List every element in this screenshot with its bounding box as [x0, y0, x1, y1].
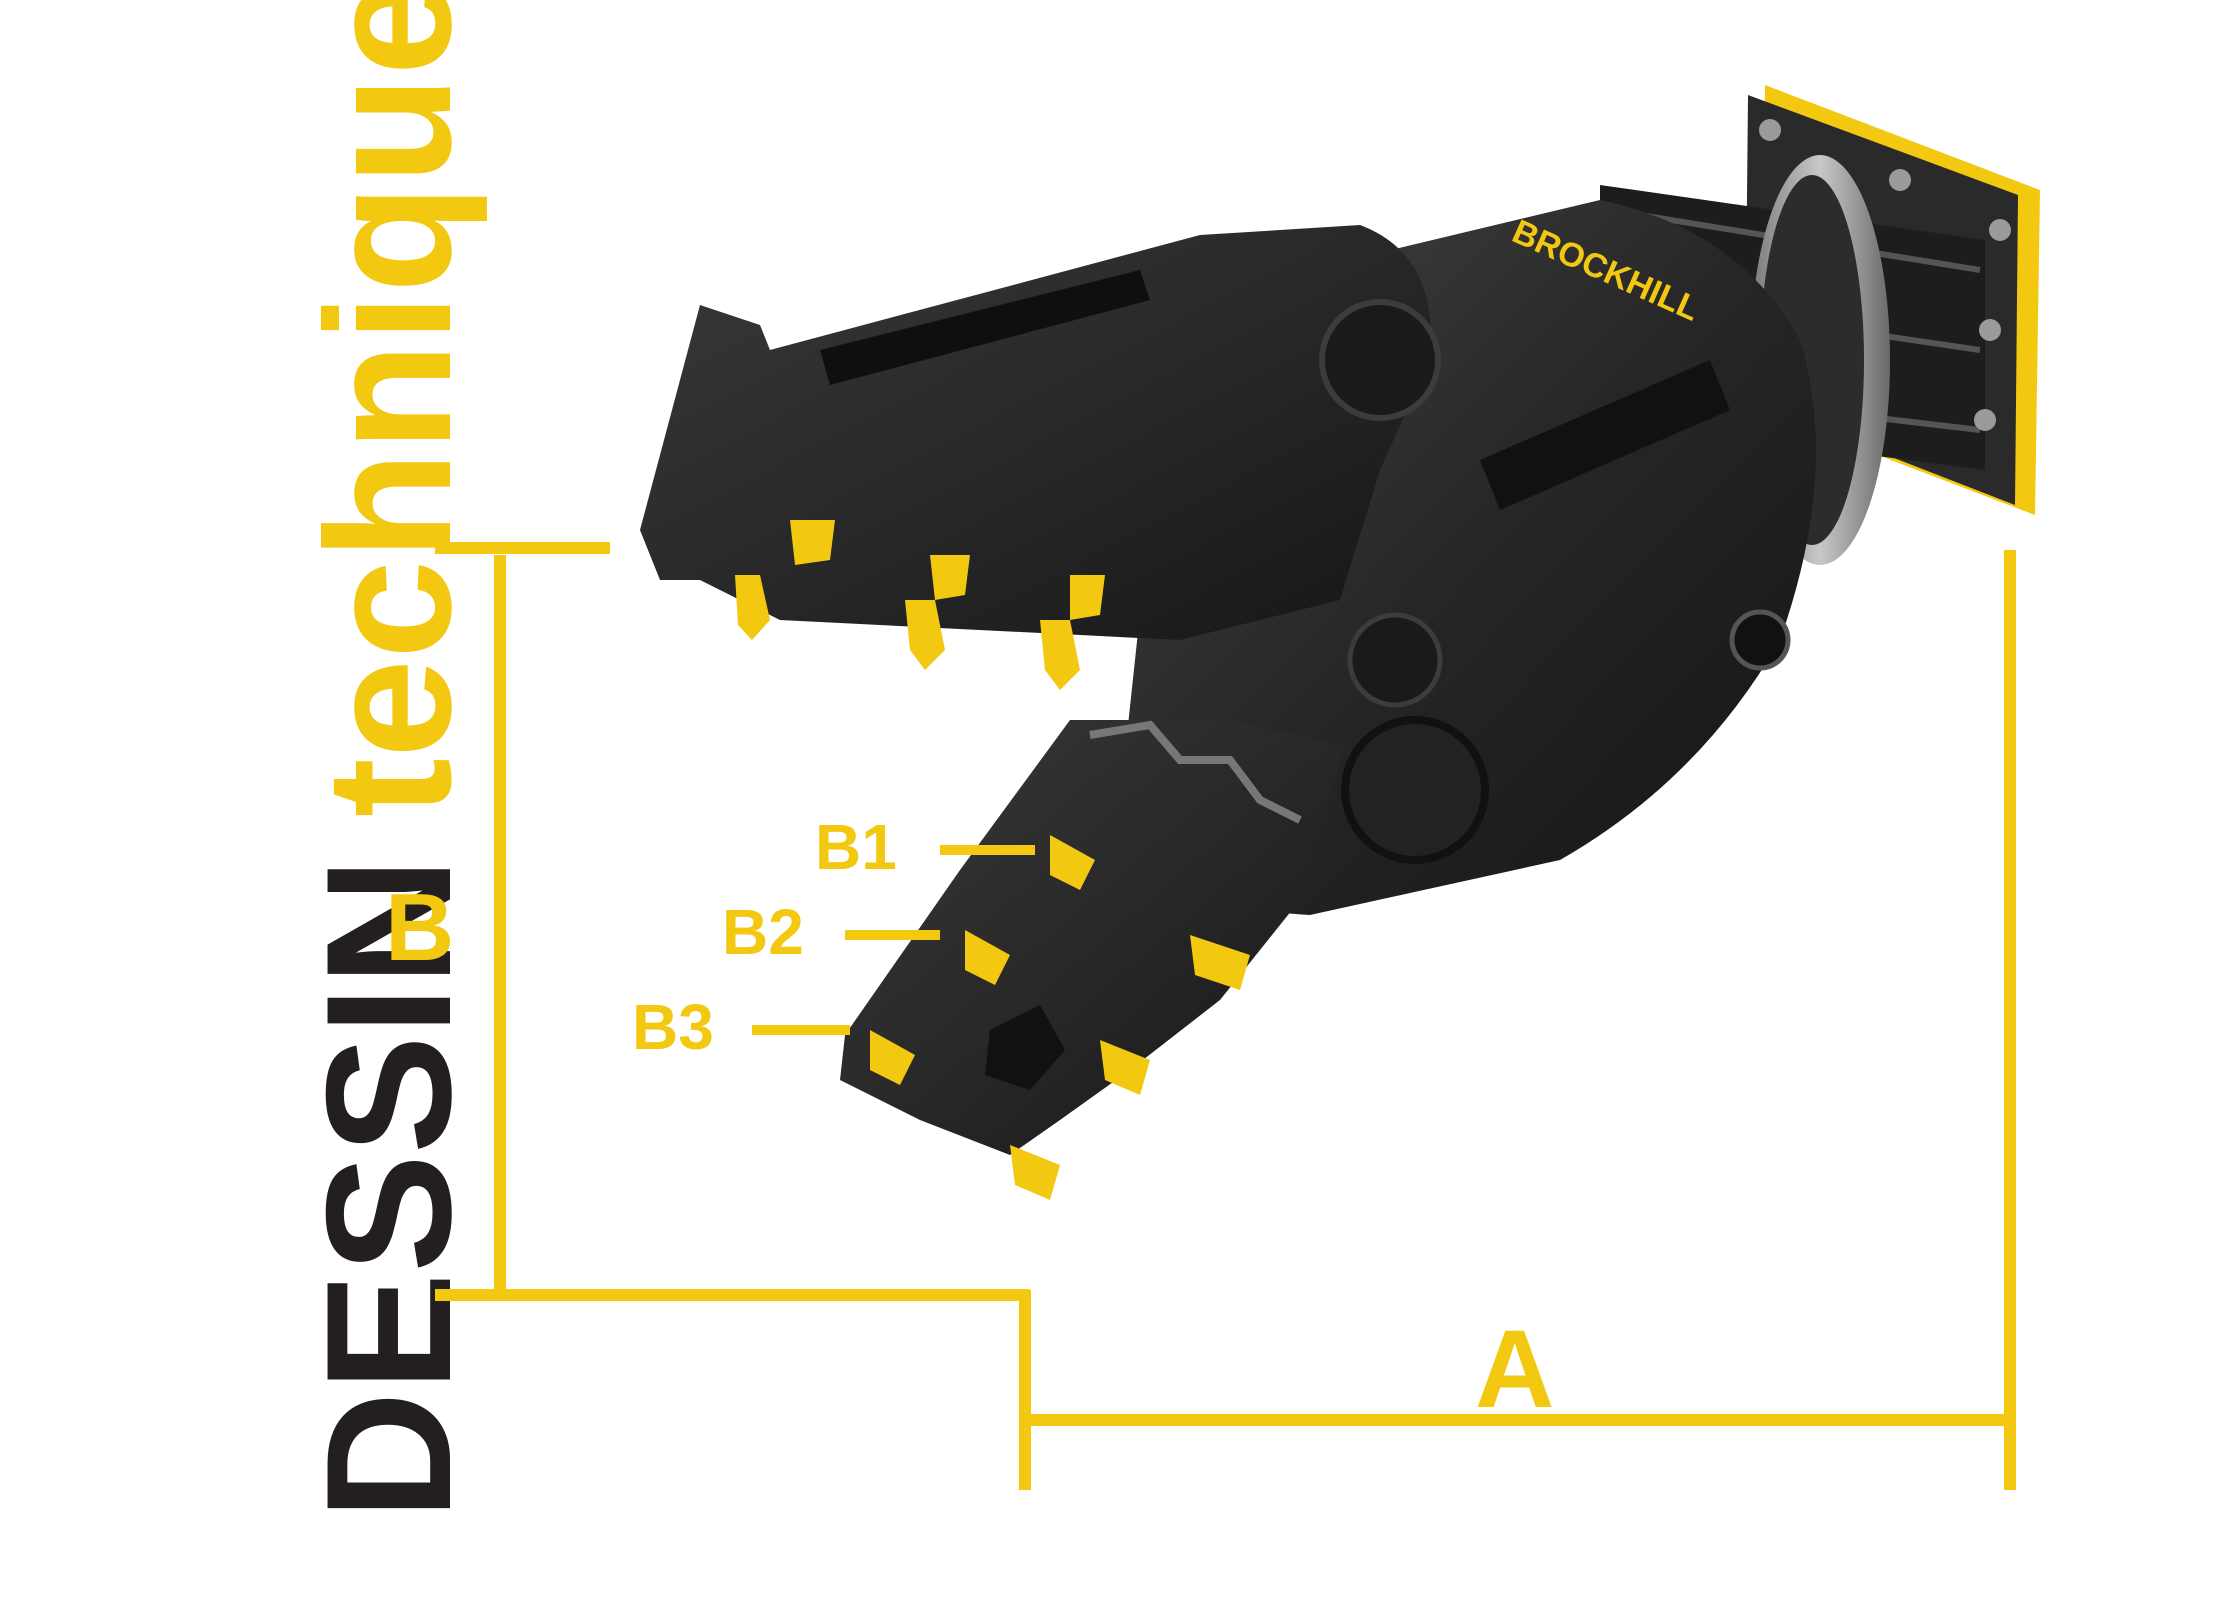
upper-jaw — [640, 225, 1443, 708]
leader-lines — [752, 845, 1035, 1035]
lower-tooth-b1 — [1050, 835, 1095, 890]
label-b1: B1 — [815, 811, 897, 883]
upper-tooth-3 — [1040, 575, 1105, 690]
label-b2: B2 — [722, 896, 804, 968]
upper-tooth-1 — [735, 520, 835, 640]
dimension-a — [1019, 550, 2016, 1490]
dimension-b — [435, 542, 1030, 1301]
lower-tooth-b3 — [870, 1030, 1150, 1200]
label-b: B — [385, 874, 455, 981]
lower-jaw — [840, 720, 1345, 1200]
upper-tooth-2 — [905, 555, 970, 670]
lower-tooth-b2 — [965, 930, 1250, 990]
label-a: A — [1475, 1308, 1555, 1431]
label-b3: B3 — [632, 991, 714, 1063]
